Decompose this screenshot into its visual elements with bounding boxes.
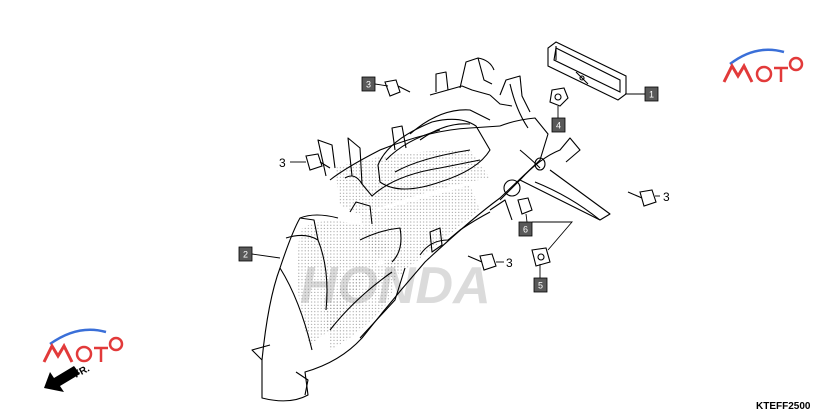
bolt-part-3c: [627, 189, 657, 207]
diagram-code: KTEFF2500: [756, 401, 811, 412]
svg-text:1: 1: [649, 90, 654, 100]
callout-4: 4: [551, 117, 566, 133]
callout-6: 6: [518, 221, 533, 237]
callout-2: 2: [238, 246, 253, 262]
svg-text:2: 2: [243, 250, 248, 260]
bolt-part-3b: [305, 153, 331, 171]
callout-1: 1: [644, 86, 659, 102]
svg-text:4: 4: [556, 121, 561, 131]
moto-logo-bottom-left: [42, 328, 124, 363]
svg-text:3: 3: [366, 80, 371, 90]
callout-3-left: 3: [279, 156, 286, 170]
nut-part-4: [549, 87, 569, 107]
front-direction-label: FR.: [72, 363, 92, 380]
svg-text:6: 6: [523, 225, 528, 235]
callout-3-box: 3: [361, 76, 376, 92]
callout-5: 5: [533, 277, 548, 293]
svg-text:5: 5: [538, 281, 543, 291]
clip-part-6: [517, 197, 533, 215]
callout-3-right: 3: [663, 190, 670, 204]
front-direction-arrow-icon: FR.: [44, 363, 92, 392]
bolt-part-3a: [384, 79, 411, 97]
moto-logo-top-right: [722, 48, 804, 83]
collar-part-5: [531, 247, 551, 267]
callout-3-lower: 3: [506, 256, 513, 270]
rear-fender-part: [251, 57, 611, 402]
bolt-part-3d: [467, 253, 497, 271]
reflector-part: [547, 41, 627, 101]
leader-lines: [251, 83, 660, 278]
